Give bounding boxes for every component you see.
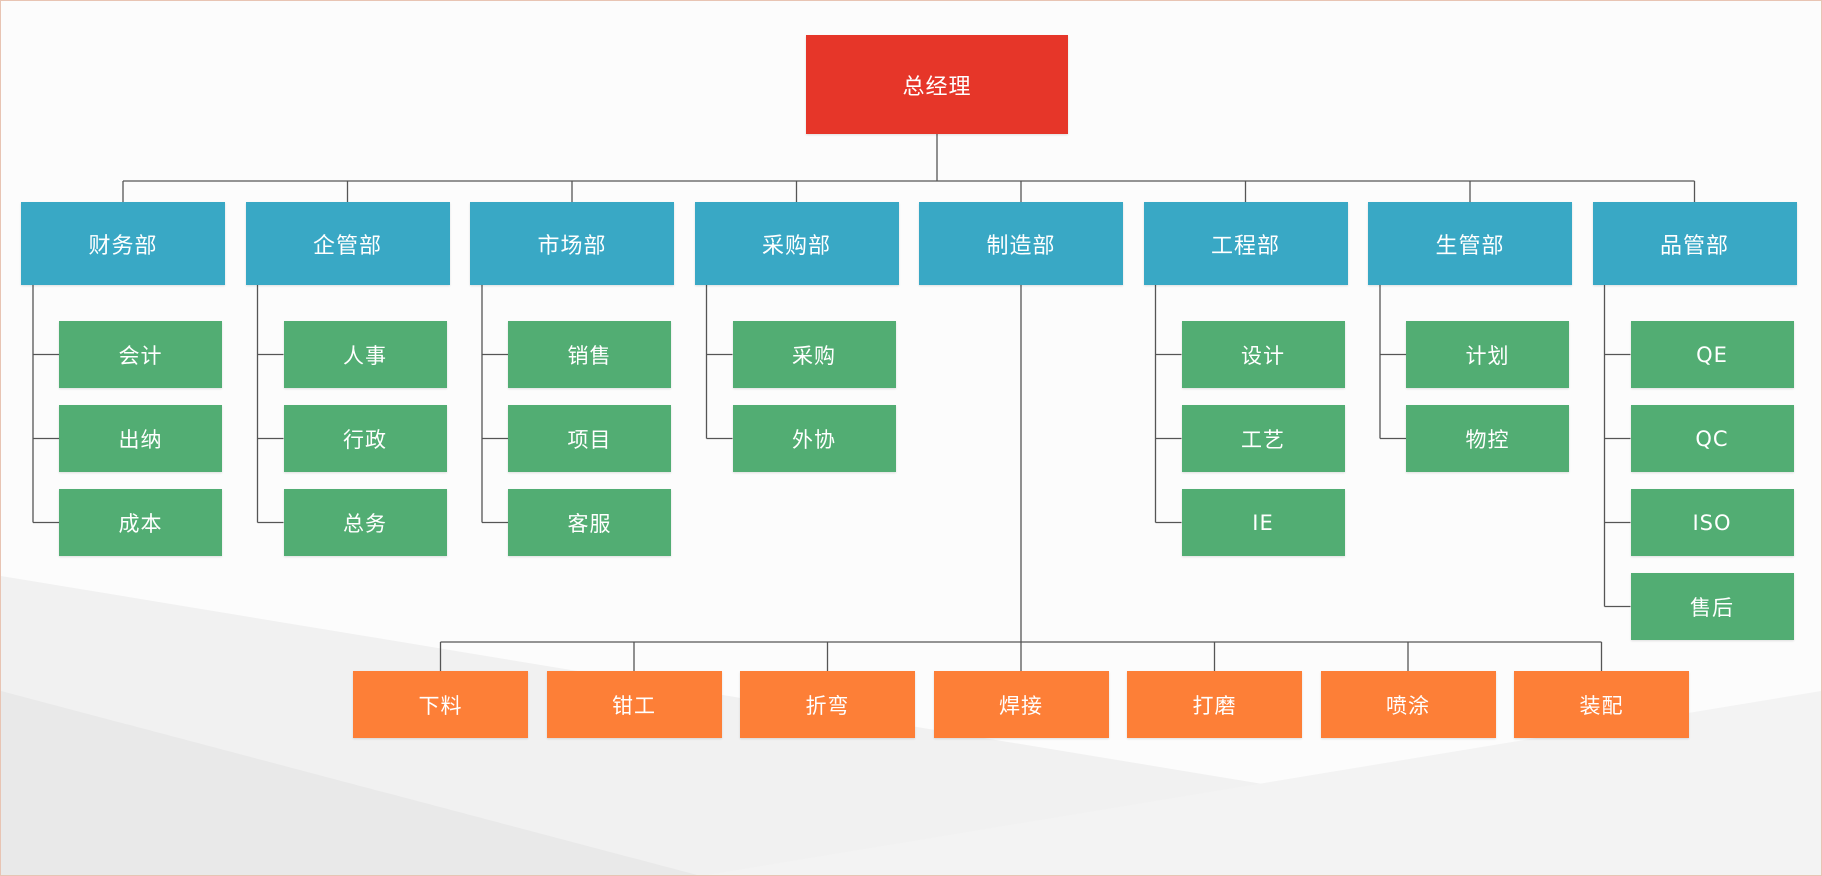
department-node-label: 采购部 — [761, 233, 831, 259]
sub-unit-node-label: 售后 — [1690, 595, 1734, 620]
process-node-label: 钳工 — [612, 693, 656, 718]
department-node: 财务部 — [21, 202, 225, 285]
department-node: 工程部 — [1143, 202, 1348, 285]
sub-unit-node: 外协 — [732, 405, 896, 472]
sub-unit-node: QC — [1630, 405, 1794, 472]
process-node-label: 打磨 — [1192, 693, 1237, 718]
sub-unit-node-label: 物控 — [1465, 427, 1510, 452]
department-node-label: 财务部 — [88, 233, 158, 259]
sub-unit-node: 销售 — [508, 321, 671, 388]
department-node-label: 企管部 — [312, 233, 382, 259]
department-node: 企管部 — [245, 202, 450, 285]
sub-unit-node-label: 行政 — [343, 427, 387, 452]
process-node: 下料 — [353, 671, 528, 738]
sub-unit-node: 会计 — [59, 321, 222, 388]
sub-unit-node: 设计 — [1181, 321, 1345, 388]
sub-unit-node-label: IE — [1252, 510, 1274, 535]
department-node: 市场部 — [470, 202, 674, 285]
sub-unit-node: IE — [1181, 489, 1345, 556]
sub-unit-node-label: 人事 — [343, 343, 387, 368]
process-node: 装配 — [1514, 671, 1689, 738]
ceo-label: 总经理 — [902, 74, 972, 100]
sub-unit-node-label: 设计 — [1241, 343, 1285, 368]
sub-unit-node: QE — [1630, 321, 1794, 388]
department-node: 品管部 — [1592, 202, 1797, 285]
department-node-label: 市场部 — [537, 233, 607, 259]
sub-unit-node-label: 会计 — [118, 343, 163, 368]
sub-unit-node-label: 计划 — [1465, 343, 1510, 368]
sub-unit-node-label: 出纳 — [118, 427, 163, 452]
sub-unit-node: 总务 — [283, 489, 447, 556]
process-node-label: 喷涂 — [1386, 693, 1430, 718]
department-node: 生管部 — [1368, 202, 1572, 285]
process-node: 打磨 — [1127, 671, 1302, 738]
sub-unit-node: 出纳 — [59, 405, 222, 472]
process-node-label: 装配 — [1579, 693, 1624, 718]
sub-unit-node-label: ISO — [1692, 510, 1732, 535]
sub-unit-node-label: 成本 — [118, 511, 163, 536]
sub-unit-node-label: 项目 — [567, 427, 612, 452]
process-node-label: 焊接 — [999, 693, 1043, 718]
process-node-label: 折弯 — [805, 693, 850, 718]
sub-unit-node: 计划 — [1406, 321, 1569, 388]
process-node: 焊接 — [933, 671, 1109, 738]
sub-unit-node-label: QC — [1695, 426, 1729, 451]
sub-unit-node: 采购 — [732, 321, 896, 388]
ceo-node: 总经理 — [806, 35, 1068, 134]
sub-unit-node: 工艺 — [1181, 405, 1345, 472]
sub-unit-node: 物控 — [1406, 405, 1569, 472]
process-node-label: 下料 — [418, 693, 463, 718]
process-node: 折弯 — [740, 671, 915, 738]
sub-unit-node: 客服 — [508, 489, 671, 556]
sub-unit-node-label: 总务 — [343, 511, 387, 536]
sub-unit-node-label: 销售 — [567, 343, 612, 368]
sub-unit-node: 项目 — [508, 405, 671, 472]
department-node-label: 生管部 — [1435, 233, 1505, 259]
department-node: 制造部 — [919, 202, 1123, 285]
sub-unit-node-label: 外协 — [792, 427, 836, 452]
department-node-label: 品管部 — [1659, 233, 1729, 259]
sub-unit-node: 售后 — [1630, 573, 1794, 640]
department-node-label: 工程部 — [1210, 233, 1280, 259]
sub-unit-node-label: 采购 — [792, 343, 836, 368]
sub-unit-node: ISO — [1630, 489, 1794, 556]
sub-unit-node-label: 客服 — [567, 511, 612, 536]
department-node-label: 制造部 — [986, 233, 1056, 259]
department-node: 采购部 — [694, 202, 899, 285]
sub-unit-node-label: QE — [1696, 342, 1728, 367]
process-node: 喷涂 — [1320, 671, 1496, 738]
sub-unit-node: 人事 — [283, 321, 447, 388]
sub-unit-node: 行政 — [283, 405, 447, 472]
sub-unit-node-label: 工艺 — [1241, 427, 1285, 452]
process-node: 钳工 — [546, 671, 722, 738]
sub-unit-node: 成本 — [59, 489, 222, 556]
